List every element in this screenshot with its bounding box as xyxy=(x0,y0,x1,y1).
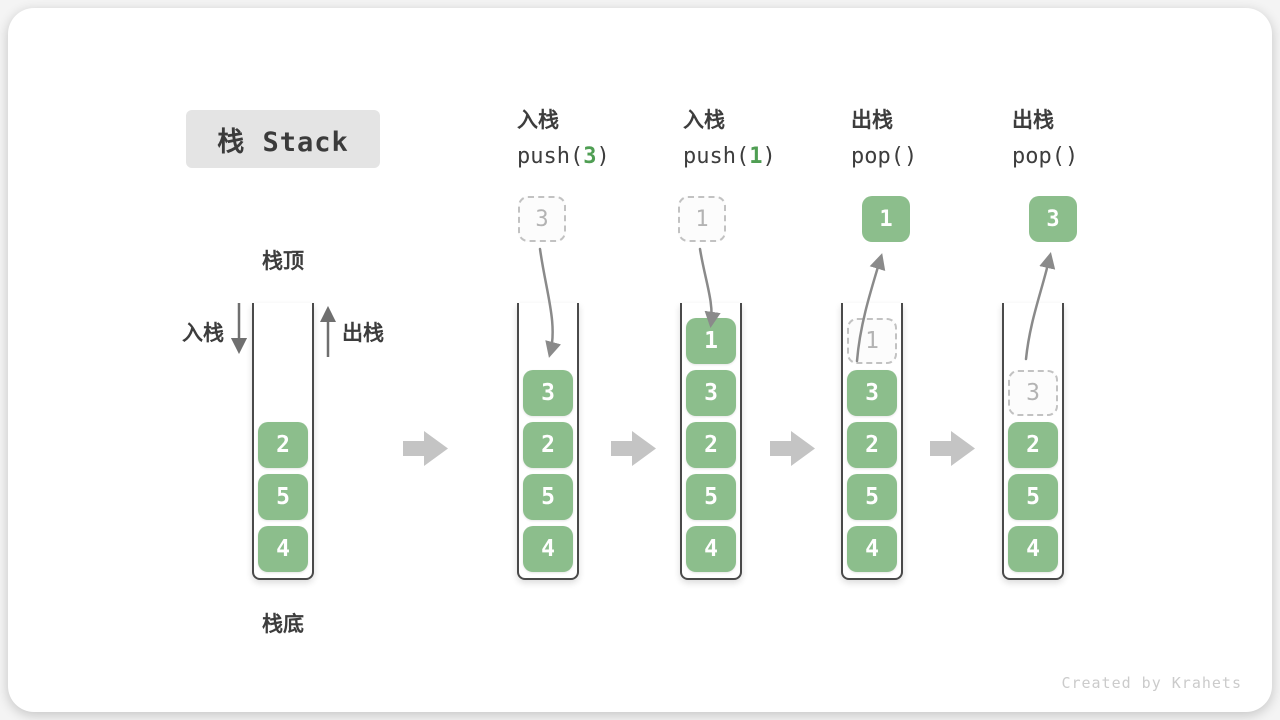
stack-cell: 5 xyxy=(847,474,897,520)
stack-cell: 4 xyxy=(847,526,897,572)
stack-cell: 1 xyxy=(686,318,736,364)
header-push-3-code: push(3) xyxy=(517,144,610,169)
stack-after-push-3: 3 2 5 4 xyxy=(517,303,579,580)
stack-cell: 5 xyxy=(523,474,573,520)
stack-cell: 4 xyxy=(1008,526,1058,572)
header-pop-1: 出栈 pop() xyxy=(851,106,917,172)
stack-cell: 4 xyxy=(686,526,736,572)
stack-cell: 5 xyxy=(1008,474,1058,520)
stack-cell: 5 xyxy=(686,474,736,520)
stack-cell-ghost: 1 xyxy=(847,318,897,364)
header-pop-3: 出栈 pop() xyxy=(1012,106,1078,172)
stack-bottom-label: 栈底 xyxy=(262,613,304,636)
stack-after-push-1: 1 3 2 5 4 xyxy=(680,303,742,580)
floating-box-popped-3: 3 xyxy=(1029,196,1077,242)
floating-box-dashed-1: 1 xyxy=(678,196,726,242)
watermark: Created by Krahets xyxy=(1061,674,1242,692)
stack-after-pop-3: 3 2 5 4 xyxy=(1002,303,1064,580)
header-push-1-zh: 入栈 xyxy=(683,109,725,132)
floating-box-dashed-3: 3 xyxy=(518,196,566,242)
stack-cell: 2 xyxy=(523,422,573,468)
stack-initial: 2 5 4 xyxy=(252,303,314,580)
stack-cell: 3 xyxy=(523,370,573,416)
title-badge: 栈 Stack xyxy=(186,110,380,168)
pop-side-label: 出栈 xyxy=(342,322,384,345)
header-pop-1-zh: 出栈 xyxy=(851,109,893,132)
stack-cell: 2 xyxy=(847,422,897,468)
stack-cell-ghost: 3 xyxy=(1008,370,1058,416)
header-pop-1-code: pop() xyxy=(851,144,918,169)
stack-cell: 3 xyxy=(847,370,897,416)
stack-top-label: 栈顶 xyxy=(262,250,304,273)
stack-cell: 2 xyxy=(258,422,308,468)
push-arg: 1 xyxy=(749,144,763,169)
floating-box-popped-1: 1 xyxy=(862,196,910,242)
stack-cell: 2 xyxy=(1008,422,1058,468)
title-text: 栈 Stack xyxy=(217,126,349,158)
stack-cell: 3 xyxy=(686,370,736,416)
stack-cell: 4 xyxy=(523,526,573,572)
stack-cell: 2 xyxy=(686,422,736,468)
header-push-1: 入栈 push(1) xyxy=(683,106,776,172)
header-push-3: 入栈 push(3) xyxy=(517,106,610,172)
header-pop-3-code: pop() xyxy=(1012,144,1079,169)
stack-after-pop-1: 1 3 2 5 4 xyxy=(841,303,903,580)
stack-cell: 5 xyxy=(258,474,308,520)
header-pop-3-zh: 出栈 xyxy=(1012,109,1054,132)
header-push-1-code: push(1) xyxy=(683,144,776,169)
header-push-3-zh: 入栈 xyxy=(517,109,559,132)
push-side-label: 入栈 xyxy=(182,322,224,345)
stack-cell: 4 xyxy=(258,526,308,572)
push-arg: 3 xyxy=(583,144,597,169)
